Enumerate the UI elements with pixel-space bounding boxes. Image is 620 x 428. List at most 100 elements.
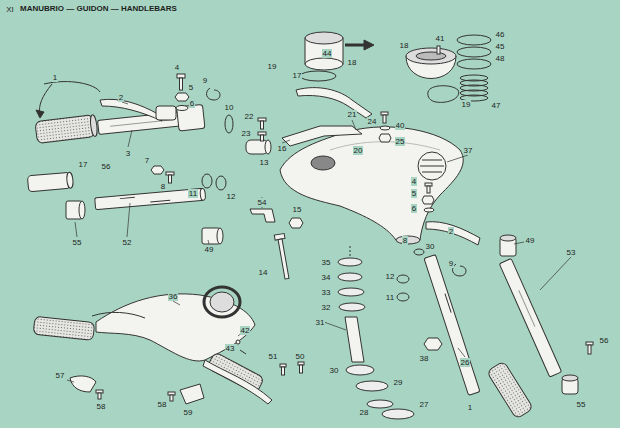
callout-number: 9 [448, 259, 454, 268]
bushing [217, 228, 223, 244]
callout-number: 28 [359, 408, 370, 417]
ring [202, 174, 212, 188]
page-title: MANUBRIO — GUIDON — HANDLEBARS [20, 4, 177, 13]
nut [379, 134, 391, 142]
speedometer [305, 32, 343, 70]
ring [414, 249, 424, 255]
screw [588, 345, 591, 354]
screw [282, 367, 285, 375]
callout-number: 34 [321, 273, 332, 282]
callout-number: 8 [160, 182, 166, 191]
ring [397, 275, 409, 283]
horn-grille [420, 166, 444, 167]
leader-line [75, 222, 77, 237]
callout-number: 16 [277, 144, 288, 153]
callout-number: 14 [258, 268, 269, 277]
leader-line [208, 240, 209, 244]
callout-number: 5 [411, 189, 417, 198]
bearing-ring [346, 365, 374, 375]
callout-number: 4 [411, 177, 417, 186]
callout-number: 13 [259, 158, 270, 167]
cover-plate [180, 384, 204, 404]
screw [170, 395, 173, 401]
callout-number: 20 [353, 146, 364, 155]
ring [225, 115, 233, 133]
control-tube [424, 255, 480, 396]
assembled-handlebar [236, 340, 240, 344]
callout-number: 21 [347, 110, 358, 119]
callout-number: 56 [599, 336, 610, 345]
callout-number: 29 [393, 378, 404, 387]
axis-line [350, 246, 351, 258]
cable-clip [250, 209, 275, 222]
callout-number: 1 [52, 73, 58, 82]
control-tube [424, 255, 480, 396]
cable-sleeve [265, 140, 271, 154]
callout-number: 46 [495, 30, 506, 39]
callout-number: 18 [399, 41, 410, 50]
cable-sleeve [246, 140, 271, 154]
section-number: XI [5, 5, 15, 14]
assembled-handlebar [33, 287, 272, 404]
grip [35, 114, 98, 143]
arrow-head [364, 40, 374, 50]
throttle-tube [97, 104, 205, 139]
gasket [300, 71, 336, 81]
spring [460, 75, 488, 101]
cover-plate [70, 376, 96, 392]
callout-number: 53 [566, 248, 577, 257]
leader-line [514, 242, 524, 244]
screw [180, 78, 183, 90]
direction-arrow [44, 82, 100, 92]
lever-bracket [156, 106, 176, 120]
bezel-ring [457, 35, 491, 69]
screw [261, 135, 264, 141]
callout-number: 30 [329, 366, 340, 375]
screw [261, 121, 264, 129]
bezel-ring [457, 47, 491, 57]
grip-sleeve [66, 172, 73, 188]
ring [216, 176, 226, 190]
leader-line [127, 203, 130, 237]
direction-arrow [345, 44, 366, 47]
callout-number: 15 [292, 205, 303, 214]
speedometer [305, 58, 343, 70]
callout-number: 26 [460, 358, 471, 367]
screw [427, 186, 430, 193]
horn-grille [422, 172, 442, 173]
speedometer [305, 32, 343, 44]
bushing [66, 201, 85, 219]
throttle-tube [177, 104, 205, 131]
callout-number: 25 [395, 137, 406, 146]
callout-number: 11 [188, 189, 198, 198]
horn-grille [418, 152, 446, 180]
screw [300, 365, 303, 373]
steering-column [345, 317, 364, 362]
end-cap [562, 375, 578, 381]
callout-number: 32 [321, 303, 332, 312]
callout-number: 4 [174, 63, 180, 72]
brake-lever [100, 99, 162, 121]
callout-number: 30 [425, 242, 436, 251]
control-tube [200, 188, 206, 200]
callout-number: 12 [226, 192, 237, 201]
callout-number: 42 [240, 326, 251, 335]
speedometer-head [406, 48, 456, 79]
callout-number: 48 [495, 54, 506, 63]
screw [425, 183, 432, 193]
callout-number: 31 [315, 318, 326, 327]
callout-number: 18 [347, 58, 358, 67]
callout-number: 35 [321, 258, 332, 267]
callout-number: 6 [189, 99, 195, 108]
horn-grille [418, 152, 446, 180]
callout-number: 19 [461, 100, 472, 109]
throttle-tube [499, 259, 561, 378]
throttle-tube [519, 290, 535, 327]
callout-number: 52 [122, 238, 133, 247]
bolt [278, 239, 289, 279]
callout-number: 56 [101, 162, 112, 171]
screw [258, 118, 266, 141]
grip-sleeve [27, 172, 70, 192]
